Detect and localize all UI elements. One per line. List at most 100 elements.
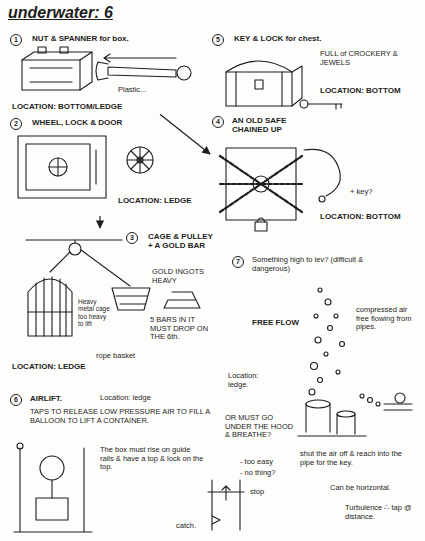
section-heading: LOCATION: LEDGE (118, 196, 192, 205)
pulley (74, 240, 75, 243)
oven-door (26, 144, 90, 190)
spanner (96, 62, 108, 80)
sketch-note: - too easy (240, 458, 273, 467)
sketch-note: TAPS TO RELEASE LOW PRESSURE AIR TO FILL… (30, 408, 218, 425)
air-bubbles (311, 363, 318, 370)
treasure-chest (255, 80, 263, 89)
sketch-note: Heavy metal cage too heavy to lift (78, 298, 110, 328)
section-heading: LOCATION: BOTTOM (320, 86, 401, 95)
bolted-box (22, 52, 92, 60)
chained-safe (220, 156, 302, 212)
callout-number: 3 (126, 232, 138, 244)
sketch-note: catch. (176, 522, 196, 531)
sketch-note: Plastic... (118, 86, 146, 95)
air-bubbles (314, 314, 318, 318)
chained-safe (257, 218, 265, 222)
rope-key (319, 196, 325, 202)
air-bubbles (315, 337, 321, 343)
metal-cage (28, 277, 72, 336)
pointer-arrow (104, 54, 176, 62)
air-bubbles (318, 378, 323, 383)
callout-number: 6 (10, 394, 22, 406)
oven-door (49, 158, 67, 176)
sketch-note: Can be horizontal. (330, 484, 391, 493)
pulley (26, 239, 122, 240)
bolted-box (80, 52, 92, 90)
treasure-chest (226, 61, 292, 72)
air-pipes (298, 435, 366, 436)
callout-number: 7 (232, 256, 244, 268)
airlift-frame (14, 443, 92, 532)
chained-safe (220, 148, 302, 231)
airlift-frame (17, 443, 23, 449)
callout-number: 1 (10, 34, 22, 46)
sketch-note: shut the air off & reach into the pipe f… (300, 450, 418, 467)
section-heading: CAGE & PULLEY + A GOLD BAR (148, 232, 214, 250)
metal-cage (28, 277, 72, 336)
air-bubbles (368, 398, 373, 403)
air-bubbles (318, 288, 322, 292)
oven-door (95, 150, 96, 184)
sketch-section: 4AN OLD SAFE CHAINED UP+ key?LOCATION: B… (210, 114, 418, 234)
hand-wheel (127, 147, 153, 173)
air-pipes (337, 414, 355, 434)
section-heading: WHEEL, LOCK & DOOR (32, 118, 122, 127)
sketch-note: Location: ledge. (228, 372, 278, 389)
section-heading: KEY & LOCK for chest. (234, 34, 321, 43)
section-heading: LOCATION: BOTTOM (320, 212, 401, 221)
gold-ingots (164, 292, 200, 308)
chained-safe (255, 222, 267, 231)
bolted-box (30, 68, 72, 82)
sketch-note: + key? (350, 188, 372, 197)
guide-rails (212, 516, 220, 524)
sketch-note: FULL of CROCKERY & JEWELS (320, 50, 416, 67)
bolted-box (22, 47, 92, 90)
rope-basket (116, 296, 147, 304)
air-valve (384, 404, 412, 410)
oven-door (18, 136, 106, 198)
section-heading: NUT & SPANNER for box. (32, 34, 129, 43)
key-sketch (300, 100, 342, 109)
sketch-note: - no thing? (240, 469, 275, 478)
sketch-note: compressed air free flowing from pipes. (356, 306, 418, 332)
flow-arrow (99, 216, 100, 228)
airlift-frame (14, 448, 92, 532)
section-heading: LOCATION: BOTTOM/LEDGE (12, 102, 122, 111)
section-heading: LOCATION: LEDGE (12, 362, 86, 371)
sketch-section: 1 NUT & SPANNER for box. Plastic... LOCATIO… (8, 28, 200, 114)
sketch-section: 3 CAGE & PULLEY + A GOLD BAR Heavy metal c… (8, 228, 217, 375)
sketch-section: 7 Something high to lev? (difficult & dan… (215, 240, 421, 536)
air-bubbles (309, 389, 315, 395)
sketch-note: Something high to lev? (difficult & dang… (252, 256, 402, 273)
air-bubbles (336, 370, 340, 374)
sketch-note: rope basket (96, 352, 144, 361)
air-bubbles (324, 352, 328, 356)
air-valve (384, 393, 412, 410)
air-bubbles (325, 299, 331, 305)
sketch-note: stop (250, 488, 264, 497)
sketch-section: 2 WHEEL, LOCK & DOOR LOCATION: LEDGE (8, 116, 200, 216)
treasure-chest (292, 66, 302, 106)
pulley (69, 243, 81, 255)
sketch-note: 5 BARS IN IT MUST DROP ON THE 6th. (150, 316, 212, 342)
treasure-chest (226, 72, 292, 106)
pulley (26, 240, 130, 286)
airlift-frame (51, 480, 52, 498)
callout-number: 2 (10, 118, 22, 130)
sketch-section: 5KEY & LOCK for chest.FULL of CROCKERY &… (210, 28, 419, 110)
oven-door (49, 158, 67, 176)
bolted-box (60, 47, 68, 53)
pointer-arrow (104, 54, 176, 62)
sketch-note: GOLD INGOTS HEAVY (152, 268, 212, 285)
rope-key (304, 149, 340, 196)
hand-wheel (127, 147, 153, 173)
air-valve (395, 393, 405, 403)
metal-cage (28, 279, 72, 336)
treasure-chest (226, 61, 302, 106)
spanner (96, 62, 191, 80)
airlift-frame (36, 498, 68, 520)
spanner (108, 67, 176, 77)
pulley (50, 250, 130, 286)
bolted-box (38, 47, 46, 53)
